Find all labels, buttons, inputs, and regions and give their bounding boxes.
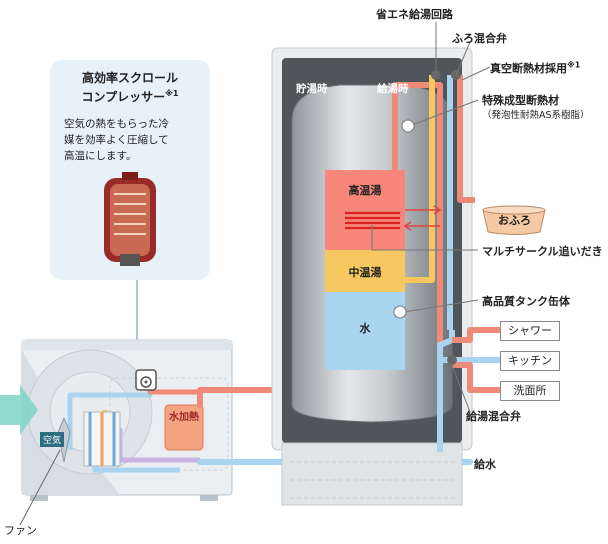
water-supply-label: 給水 xyxy=(474,458,496,471)
tank-layer-water xyxy=(325,292,405,370)
compressor-title-line1: 高効率スクロール xyxy=(81,71,178,85)
tank-layer-hot-label: 高温湯 xyxy=(348,184,382,197)
tank-layer-hot xyxy=(325,170,405,250)
tank-layer-water-label: 水 xyxy=(359,322,371,335)
compressor-desc-line1: 空気の熱をもらった冷 xyxy=(64,118,169,130)
washroom-box: 洗面所 xyxy=(500,381,560,401)
compressor-callout: 高効率スクロール コンプレッサー※1 空気の熱をもらった冷 媒を効率よく圧縮して… xyxy=(50,60,210,280)
evaporator-coil xyxy=(83,411,121,467)
water-heat-label: 水加熱 xyxy=(169,412,199,423)
tank-layer-mid-label: 中温湯 xyxy=(348,266,382,279)
bath-tub-icon xyxy=(482,205,546,235)
energy-saving-circuit-label: 省エネ給湯回路 xyxy=(376,8,453,21)
compressor-cutaway-image xyxy=(104,172,156,266)
air-label: 空気 xyxy=(40,432,65,447)
compressor-description: 空気の熱をもらった冷 媒を効率よく圧縮して 高温にします。 xyxy=(64,116,200,164)
vacuum-insulation-text: 真空断熱材採用 xyxy=(490,62,567,75)
kitchen-box: キッチン xyxy=(500,351,560,371)
supply-valve-label: 給湯混合弁 xyxy=(466,410,521,423)
compressor-desc-line3: 高温にします。 xyxy=(64,150,137,162)
fan-label: ファン xyxy=(4,524,37,537)
flow-arrows xyxy=(403,205,442,231)
shower-box: シャワー xyxy=(500,321,560,341)
leader-lines xyxy=(371,22,491,413)
bath-label: おふろ xyxy=(498,214,531,227)
water-heat-exchanger xyxy=(164,404,204,451)
compressor-title-line2: コンプレッサー xyxy=(81,90,166,104)
compressor-desc-line2: 媒を効率よく圧縮して xyxy=(64,134,169,146)
special-insulation-label: 特殊成型断熱材 xyxy=(482,94,559,107)
special-insulation-sub: （発泡性耐熱AS系樹脂） xyxy=(482,110,590,121)
storage-mode-label: 貯湯時 xyxy=(296,83,328,95)
compressor-title-note: ※1 xyxy=(165,89,179,98)
compressor-icon xyxy=(135,369,157,391)
supply-valve-icon xyxy=(447,355,457,365)
bath-valve-label: ふろ混合弁 xyxy=(452,32,507,45)
internal-pipes xyxy=(392,75,500,452)
tank-label: 高品質タンク缶体 xyxy=(482,295,570,308)
compressor-title: 高効率スクロール コンプレッサー※1 xyxy=(50,70,210,105)
vacuum-insulation-label: 真空断熱材採用※1 xyxy=(490,60,580,76)
vacuum-insulation-note: ※1 xyxy=(567,60,581,70)
fan-leader xyxy=(19,449,61,526)
supply-mode-label: 給湯時 xyxy=(377,83,409,95)
multi-circle-label: マルチサークル追いだき xyxy=(482,245,603,258)
tank-layer-mid xyxy=(325,250,405,292)
airflow-arrow xyxy=(0,385,38,435)
